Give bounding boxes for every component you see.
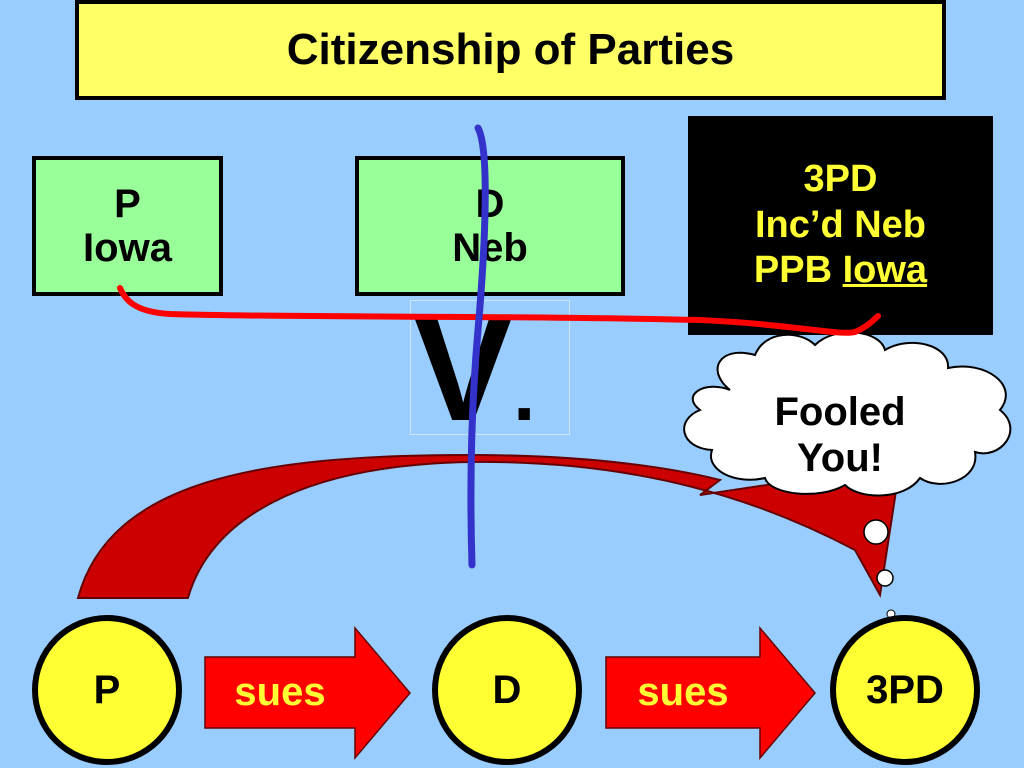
third-party-box: 3PD Inc’d Neb PPB Iowa bbox=[688, 116, 993, 335]
plaintiff-state: Iowa bbox=[83, 226, 172, 270]
circle-plaintiff-label: P bbox=[93, 667, 121, 712]
blue-divider-line bbox=[467, 124, 489, 569]
bubble-dot-large bbox=[863, 519, 889, 545]
defendant-label: D bbox=[475, 182, 505, 226]
circle-third-party: 3PD bbox=[830, 615, 980, 765]
slide-title-text: Citizenship of Parties bbox=[286, 25, 735, 74]
sues-arrow-1 bbox=[204, 625, 411, 761]
curved-red-arrow bbox=[76, 453, 902, 599]
red-connector-line bbox=[117, 285, 881, 336]
sues-arrow-2 bbox=[605, 625, 816, 761]
third-party-ppb-prefix: PPB bbox=[753, 249, 843, 292]
plaintiff-label: P bbox=[114, 182, 141, 226]
thought-cloud bbox=[683, 331, 1012, 497]
circle-defendant: D bbox=[432, 615, 582, 765]
thought-line-1: Fooled bbox=[774, 390, 906, 434]
thought-line-2: You! bbox=[797, 436, 883, 480]
versus-dot: . bbox=[513, 348, 536, 437]
thought-bubble-text: Fooled You! bbox=[740, 375, 940, 495]
bubble-dot-medium bbox=[876, 569, 894, 587]
sues-text-1: sues bbox=[234, 670, 326, 714]
third-party-incorporation: Inc’d Neb bbox=[754, 203, 927, 246]
third-party-ppb: PPB Iowa bbox=[754, 248, 927, 294]
third-party-label: 3PD bbox=[803, 158, 878, 201]
defendant-state: Neb bbox=[452, 226, 528, 270]
plaintiff-box: P Iowa bbox=[32, 156, 223, 296]
third-party-ppb-state: Iowa bbox=[842, 249, 928, 292]
sues-label-2: sues bbox=[606, 657, 760, 728]
sues-text-2: sues bbox=[637, 670, 729, 714]
circle-defendant-label: D bbox=[492, 667, 522, 712]
defendant-box: D Neb bbox=[355, 156, 625, 296]
circle-plaintiff: P bbox=[32, 615, 182, 765]
slide-title: Citizenship of Parties bbox=[75, 0, 946, 100]
circle-third-party-label: 3PD bbox=[866, 667, 944, 712]
sues-label-1: sues bbox=[205, 657, 355, 728]
